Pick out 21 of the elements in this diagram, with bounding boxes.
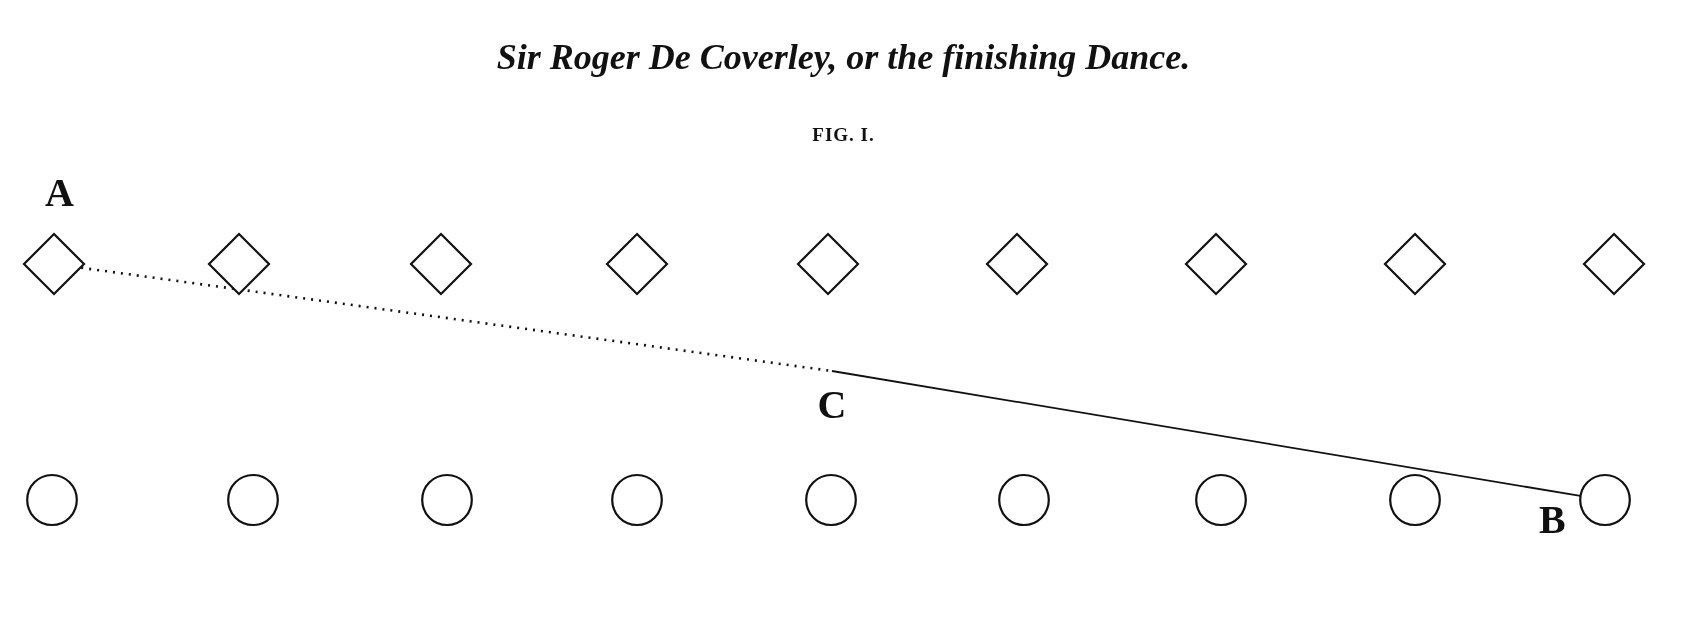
diamond-marker	[208, 233, 270, 295]
point-letter: B	[1539, 500, 1566, 540]
diamond-marker	[606, 233, 668, 295]
diamond-marker	[1185, 233, 1247, 295]
diamond-marker	[1384, 233, 1446, 295]
circle-marker	[1389, 474, 1441, 526]
circle-marker	[998, 474, 1050, 526]
circle-marker	[421, 474, 473, 526]
diamond-marker	[986, 233, 1048, 295]
diamond-marker	[797, 233, 859, 295]
circle-marker	[611, 474, 663, 526]
circle-marker	[26, 474, 78, 526]
circle-marker	[805, 474, 857, 526]
diamond-marker	[410, 233, 472, 295]
circle-marker	[227, 474, 279, 526]
point-letter: A	[45, 173, 74, 213]
circle-marker	[1195, 474, 1247, 526]
figure-label: FIG. I.	[812, 124, 875, 146]
diamond-marker	[1583, 233, 1645, 295]
point-letter: C	[817, 385, 847, 425]
diagram-title: Sir Roger De Coverley, or the finishing Dance.	[496, 36, 1191, 78]
